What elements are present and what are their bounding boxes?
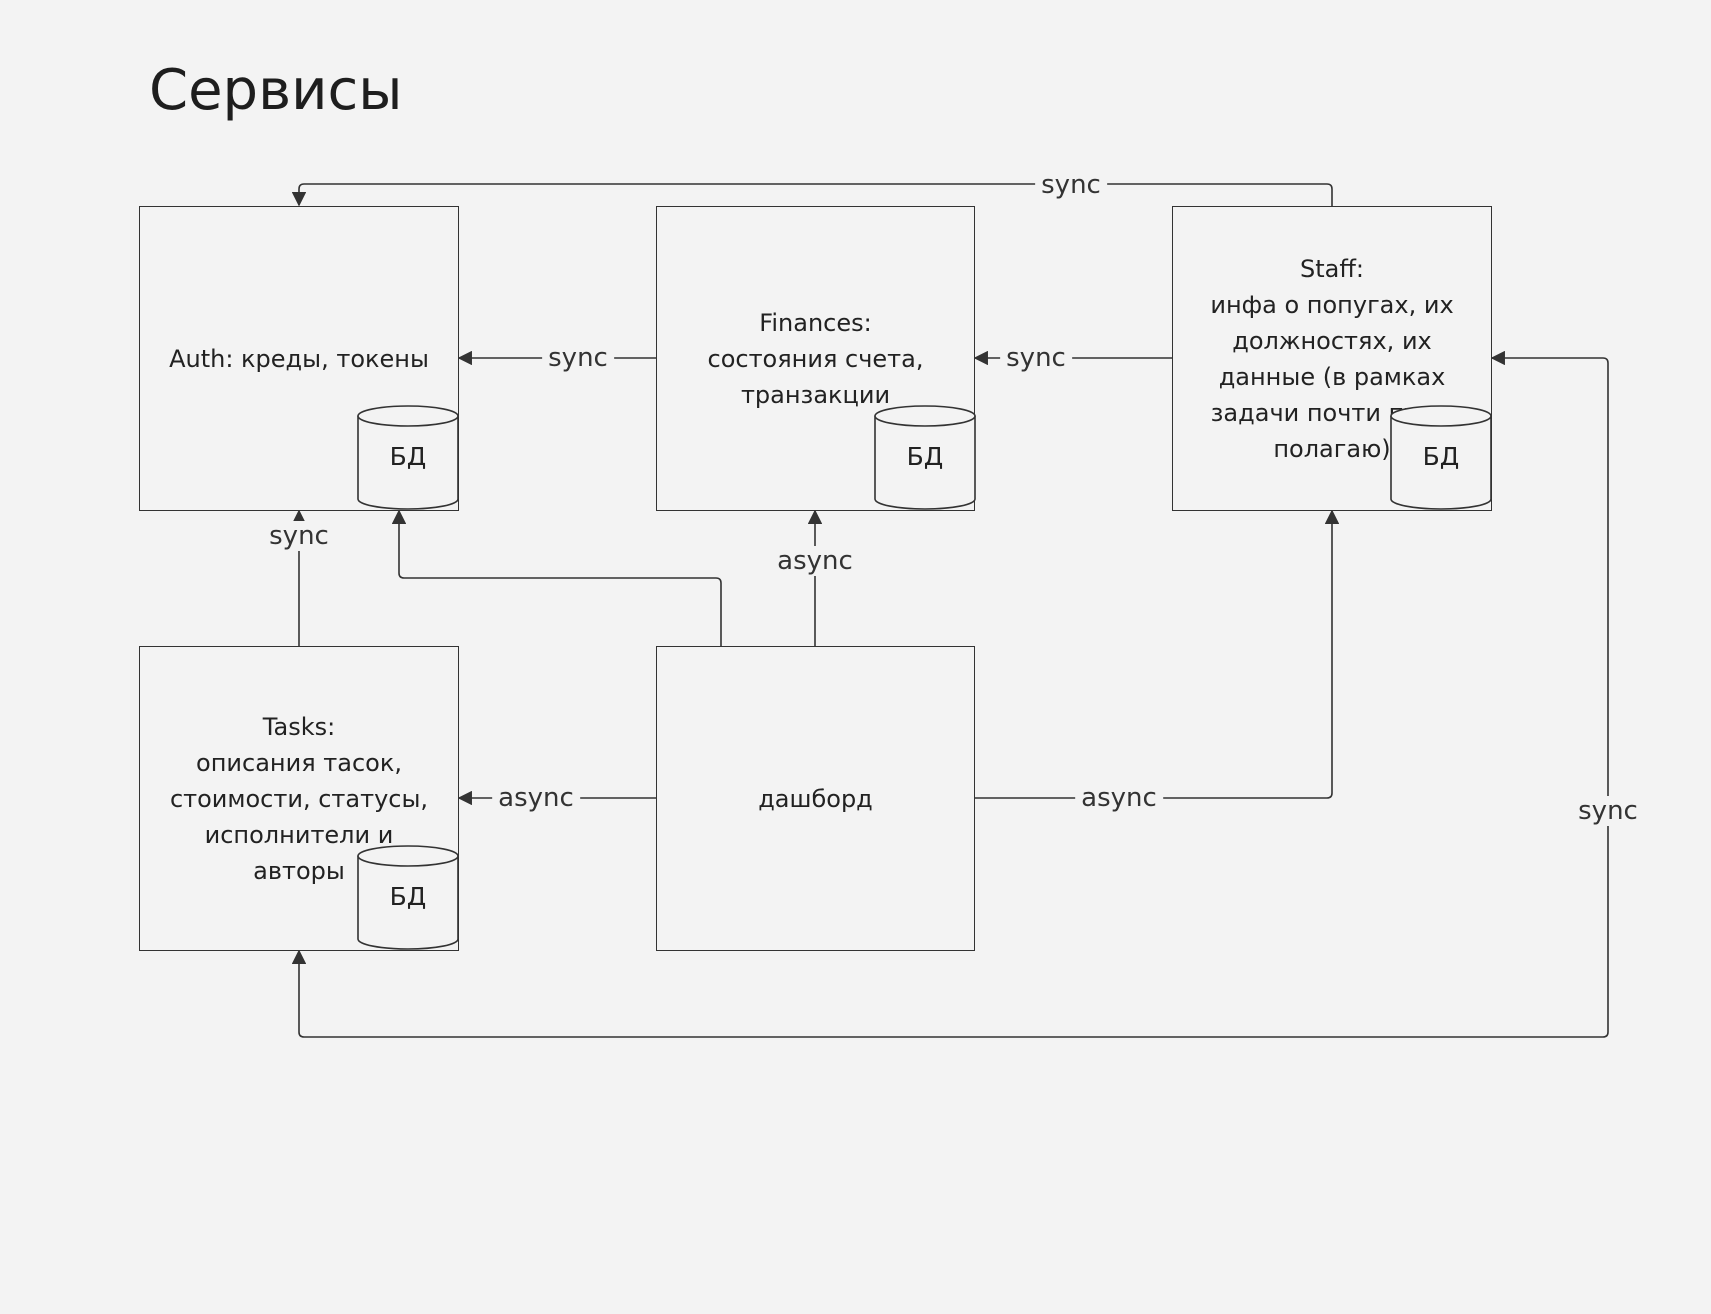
edge-label-staff-to-auth: sync: [1035, 170, 1107, 200]
finances-service-label: Finances: состояния счета, транзакции: [707, 308, 924, 409]
dashboard-box[interactable]: [656, 646, 975, 951]
edge-label-dashboard-to-tasks: async: [492, 783, 580, 813]
staff-service-label: Staff: инфа о попугах, их должностях, их…: [1210, 254, 1454, 463]
dashboard-label: дашборд: [758, 784, 873, 813]
edge-label-staff-to-finances: sync: [1000, 343, 1072, 373]
auth-db-label: БД: [389, 442, 427, 471]
edge-label-finances-to-auth: sync: [542, 343, 614, 373]
edge-label-tasks-staff-sync: sync: [1572, 796, 1644, 826]
edge-label-tasks-to-auth: sync: [263, 521, 335, 551]
page-title: Сервисы: [149, 58, 403, 123]
auth-db-icon: [357, 405, 459, 510]
auth-service-label: Auth: креды, токены: [169, 344, 429, 373]
finances-db-icon: [874, 405, 976, 510]
staff-db-label: БД: [1422, 442, 1460, 471]
edge-label-dashboard-to-finances: async: [771, 546, 859, 576]
edge-label-dashboard-to-staff: async: [1075, 783, 1163, 813]
tasks-db-icon: [357, 845, 459, 950]
edge-staff-to-auth: [291, 183, 1333, 207]
finances-db-label: БД: [906, 442, 944, 471]
edge-tasks-staff-loop: [291, 350, 1609, 1038]
tasks-db-label: БД: [389, 882, 427, 911]
staff-db-icon: [1390, 405, 1492, 510]
tasks-service-label: Tasks: описания тасок, стоимости, статус…: [169, 712, 429, 885]
